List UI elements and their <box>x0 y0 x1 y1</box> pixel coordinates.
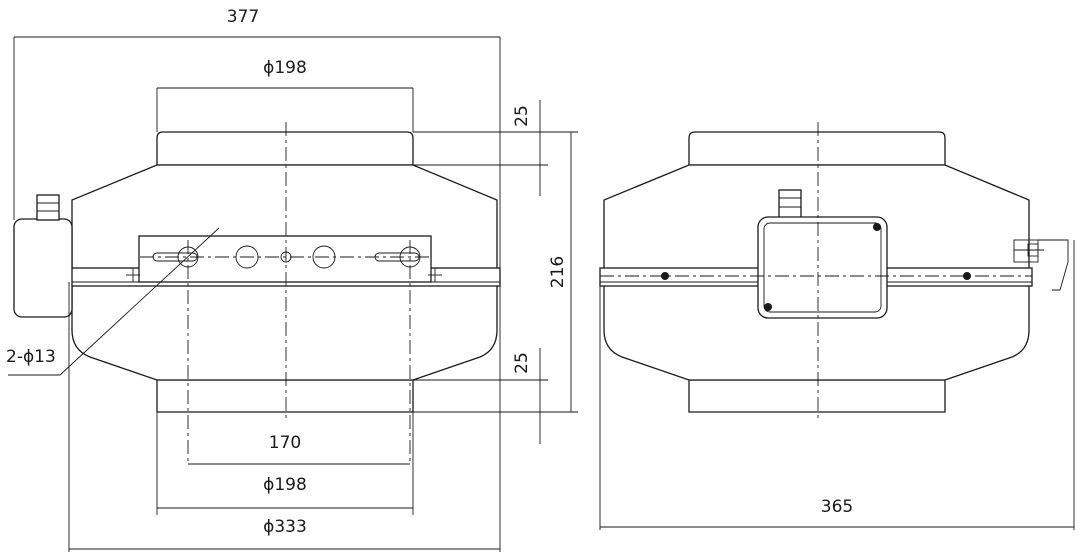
front-cable-gland <box>36 194 60 221</box>
dim-height: 216 <box>548 256 568 288</box>
side-top-collar <box>688 131 946 166</box>
front-top-collar <box>156 131 414 166</box>
side-bracket-clip <box>1013 239 1069 291</box>
band-rivet-left <box>661 272 669 280</box>
dim-outlet-diameter-bottom: ϕ198 <box>263 475 307 495</box>
front-dimensions: 377 ϕ198 25 216 25 2-ϕ13 170 ϕ198 <box>6 7 578 552</box>
front-terminal-box <box>13 218 73 318</box>
side-cable-gland <box>778 189 802 219</box>
dim-mount-hole-note: 2-ϕ13 <box>6 347 56 367</box>
dim-mount-hole-spacing: 170 <box>269 433 301 453</box>
dim-flange-offset-top: 25 <box>512 105 532 127</box>
dim-overall-width: 377 <box>227 7 259 27</box>
side-view <box>599 122 1069 420</box>
front-mounting-bracket <box>138 235 432 283</box>
front-bottom-collar <box>156 379 414 413</box>
mount-hole-leader <box>59 227 220 376</box>
dim-housing-diameter: ϕ333 <box>263 517 307 537</box>
front-view <box>13 122 501 465</box>
dim-inlet-diameter-top: ϕ198 <box>263 58 307 78</box>
side-bottom-collar <box>688 379 946 413</box>
side-terminal-box <box>757 216 888 319</box>
side-dimensions: 365 <box>599 240 1075 530</box>
band-rivet-right <box>963 272 971 280</box>
dim-flange-offset-bottom: 25 <box>512 352 532 374</box>
dim-side-depth: 365 <box>821 497 853 517</box>
